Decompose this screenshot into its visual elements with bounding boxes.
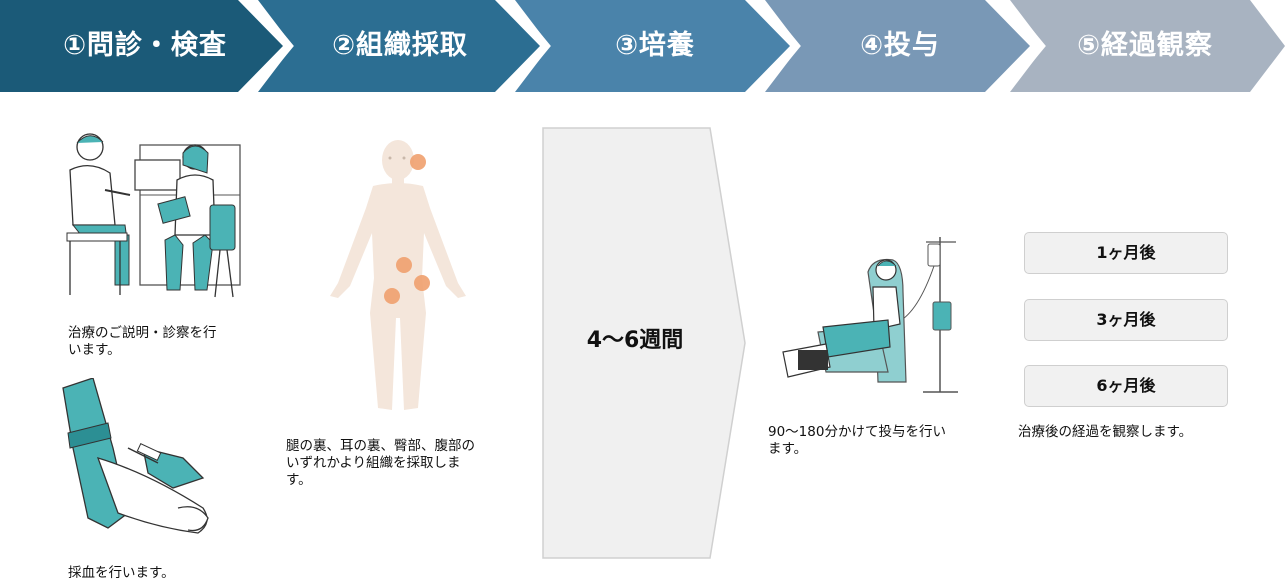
step-arrow-4: [765, 0, 1030, 92]
process-steps-banner: ①問診・検査 ②組織採取 ③培養 ④投与 ⑤経過観察: [0, 0, 1285, 92]
blood-draw-icon: [58, 377, 218, 552]
iv-infusion-icon: [778, 232, 978, 406]
step-arrows: [0, 0, 1285, 92]
step-label-2: ②組織採取: [332, 30, 468, 61]
infusion-caption: 90〜180分かけて投与を行い ます。: [768, 424, 946, 457]
step-arrow-1: [0, 0, 283, 92]
step-label-1: ①問診・検査: [63, 30, 227, 61]
step-label-4: ④投与: [860, 30, 940, 61]
doctor-consultation-icon: [55, 125, 250, 309]
observation-caption: 治療後の経過を観察します。: [1018, 424, 1193, 440]
step-label-3: ③培養: [615, 30, 695, 61]
milestone-1-month: 1ヶ月後: [1024, 232, 1228, 274]
consultation-caption: 治療のご説明・診察を行 います。: [68, 325, 217, 358]
body-diagram-icon: [318, 138, 478, 422]
step-arrow-3: [515, 0, 790, 92]
milestone-3-months: 3ヶ月後: [1024, 299, 1228, 341]
step-arrow-5: [1010, 0, 1285, 92]
blood-caption: 採血を行います。: [68, 565, 175, 581]
tissue-caption: 腿の裏、耳の裏、臀部、腹部の いずれかより組織を採取しま す。: [286, 438, 475, 488]
step-arrow-2: [258, 0, 540, 92]
culture-duration: 4〜6週間: [586, 328, 684, 353]
step-label-5: ⑤経過観察: [1077, 30, 1213, 61]
culture-period-chevron: [540, 126, 750, 564]
milestone-6-months: 6ヶ月後: [1024, 365, 1228, 407]
